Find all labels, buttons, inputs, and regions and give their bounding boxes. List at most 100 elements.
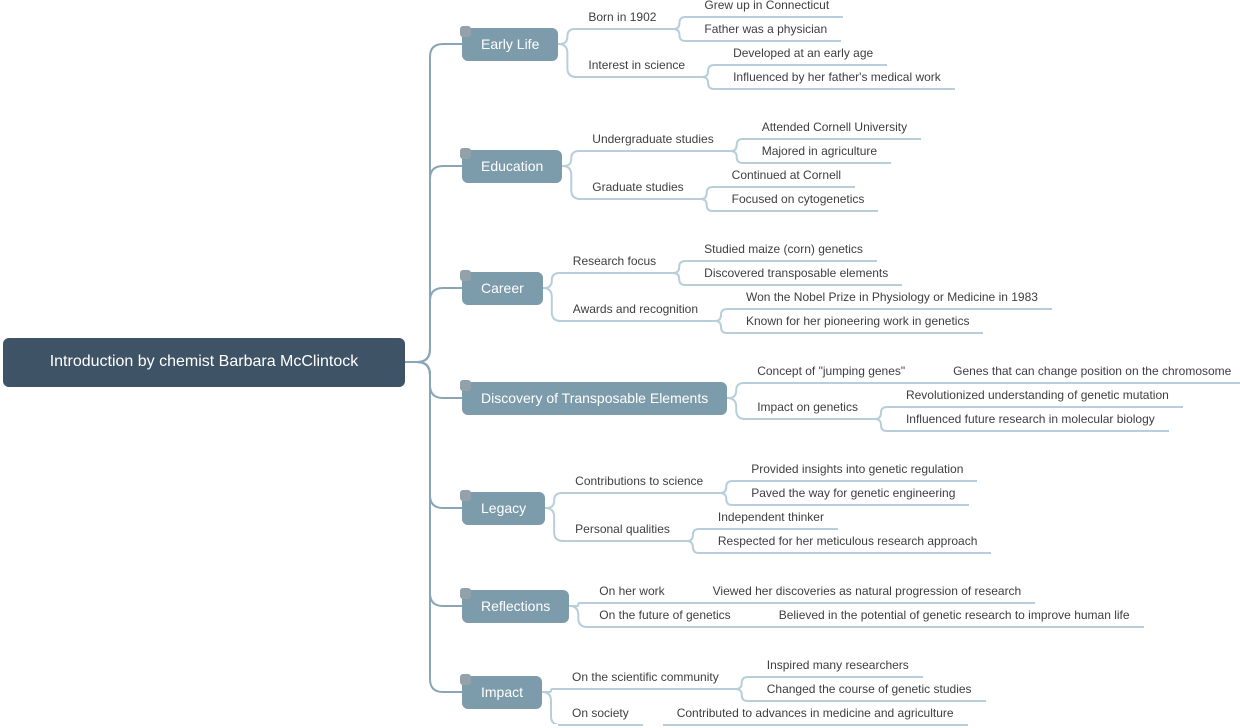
children-group: Won the Nobel Prize in Physiology or Med… (732, 288, 1052, 336)
branch-node-reflections[interactable]: Reflections (459, 587, 570, 623)
text-node-personal-qualities[interactable]: Personal qualities (561, 522, 684, 542)
mindmap-row: Impact On the scientific community Inspire… (459, 656, 1240, 728)
text-node-grew-up-in-connecticut[interactable]: Grew up in Connecticut (690, 0, 844, 18)
text-node-continued-at-cornell[interactable]: Continued at Cornell (717, 168, 856, 188)
mindmap-row: Continued at Cornell (717, 166, 879, 190)
children-group: Revolutionized understanding of genetic … (891, 386, 1183, 434)
mindmap-row: Contributions to science Provided insight… (561, 460, 991, 508)
text-node-independent-thinker[interactable]: Independent thinker (703, 510, 838, 530)
text-node-contributed-to-advances-in-medicine-and-agricult[interactable]: Contributed to advances in medicine and … (662, 706, 968, 726)
text-node-awards-and-recognition[interactable]: Awards and recognition (558, 302, 712, 322)
children-group: Research focus Studied maize (corn) genet… (558, 240, 1052, 336)
branch-node-education[interactable]: Education (459, 147, 563, 183)
mindmap-row: Grew up in Connecticut (690, 0, 844, 20)
mindmap-row: Respected for her meticulous research ap… (703, 532, 992, 556)
mindmap-row: Known for her pioneering work in genetic… (732, 312, 1052, 336)
text-node-impact-on-genetics[interactable]: Impact on genetics (743, 400, 872, 420)
mindmap-row: Studied maize (corn) genetics (690, 240, 902, 264)
branch-node-legacy[interactable]: Legacy (459, 489, 546, 525)
text-node-known-for-her-pioneering-work-in-genetics[interactable]: Known for her pioneering work in genetic… (732, 314, 984, 334)
text-node-viewed-her-discoveries-as-natural-progression-of[interactable]: Viewed her discoveries as natural progre… (698, 584, 1036, 604)
mindmap-row: Revolutionized understanding of genetic … (891, 386, 1183, 410)
mindmap-row: Changed the course of genetic studies (752, 680, 986, 704)
text-node-believed-in-the-potential-of-genetic-research-to[interactable]: Believed in the potential of genetic res… (764, 608, 1144, 628)
text-node-won-the-nobel-prize-in-physiology-or-medicine-in[interactable]: Won the Nobel Prize in Physiology or Med… (732, 290, 1052, 310)
text-node-paved-the-way-for-genetic-engineering[interactable]: Paved the way for genetic engineering (737, 486, 970, 506)
mindmap-row: Introduction by chemist Barbara McClinto… (3, 0, 1240, 728)
mindmap-tree: Introduction by chemist Barbara McClinto… (3, 0, 1240, 726)
mindmap-row: Majored in agriculture (747, 142, 921, 166)
children-group: Viewed her discoveries as natural progre… (698, 582, 1036, 606)
mindmap-row: Early Life Born in 1902 Grew up in Connect… (459, 0, 1240, 92)
mindmap-row: Won the Nobel Prize in Physiology or Med… (732, 288, 1052, 312)
mindmap-row: Influenced by her father's medical work (719, 68, 955, 92)
text-node-concept-of-jumping-genes[interactable]: Concept of "jumping genes" (743, 364, 920, 384)
children-group: Concept of "jumping genes" Genes that can… (743, 362, 1240, 434)
mindmap-row: Paved the way for genetic engineering (737, 484, 977, 508)
mindmap-row: Interest in science Developed at an early… (574, 44, 955, 92)
branch-node-impact[interactable]: Impact (459, 673, 543, 709)
text-node-respected-for-her-meticulous-research-approach[interactable]: Respected for her meticulous research ap… (703, 534, 992, 554)
text-node-studied-maize-corn-genetics[interactable]: Studied maize (corn) genetics (690, 242, 877, 262)
text-node-contributions-to-science[interactable]: Contributions to science (561, 474, 718, 494)
text-node-majored-in-agriculture[interactable]: Majored in agriculture (747, 144, 892, 164)
mindmap-row: Provided insights into genetic regulatio… (737, 460, 978, 484)
text-node-focused-on-cytogenetics[interactable]: Focused on cytogenetics (717, 192, 879, 212)
mindmap-row: On the future of genetics Believed in the… (585, 606, 1144, 630)
mindmap-row: Legacy Contributions to science Provided i… (459, 460, 1240, 556)
mindmap-row: Research focus Studied maize (corn) genet… (558, 240, 1052, 288)
mindmap-row: Reflections On her work Viewed her discove… (459, 582, 1240, 630)
root-node-introduction-by-chemist-barbara-mcclintock[interactable]: Introduction by chemist Barbara McClinto… (3, 337, 405, 387)
mindmap-row: On her work Viewed her discoveries as nat… (585, 582, 1143, 606)
mindmap-row: Father was a physician (690, 20, 843, 44)
text-node-developed-at-an-early-age[interactable]: Developed at an early age (719, 46, 888, 66)
branch-node-career[interactable]: Career (460, 269, 543, 305)
text-node-on-the-scientific-community[interactable]: On the scientific community (558, 670, 733, 690)
children-group: Provided insights into genetic regulatio… (737, 460, 978, 508)
text-node-revolutionized-understanding-of-genetic-mutation[interactable]: Revolutionized understanding of genetic … (891, 388, 1183, 408)
mindmap-row: Impact on genetics Revolutionized underst… (743, 386, 1240, 434)
text-node-born-in-1902[interactable]: Born in 1902 (574, 10, 671, 30)
children-group: Early Life Born in 1902 Grew up in Connect… (459, 0, 1240, 728)
branch-node-discovery-of-transposable-elements[interactable]: Discovery of Transposable Elements (459, 379, 728, 415)
text-node-changed-the-course-of-genetic-studies[interactable]: Changed the course of genetic studies (752, 682, 986, 702)
mindmap-row: Focused on cytogenetics (717, 190, 879, 214)
children-group: Genes that can change position on the ch… (939, 362, 1240, 386)
mindmap-row: Awards and recognition Won the Nobel Priz… (558, 288, 1052, 336)
text-node-father-was-a-physician[interactable]: Father was a physician (690, 22, 842, 42)
text-node-interest-in-science[interactable]: Interest in science (574, 58, 700, 78)
mindmap-row: Developed at an early age (719, 44, 955, 68)
mindmap-row: Education Undergraduate studies Attended C… (459, 118, 1240, 214)
mindmap-row: Viewed her discoveries as natural progre… (698, 582, 1036, 606)
text-node-inspired-many-researchers[interactable]: Inspired many researchers (752, 658, 923, 678)
mindmap-row: Believed in the potential of genetic res… (764, 606, 1144, 630)
text-node-on-the-future-of-genetics[interactable]: On the future of genetics (585, 608, 745, 628)
text-node-on-society[interactable]: On society (558, 706, 643, 726)
text-node-influenced-by-her-father-s-medical-work[interactable]: Influenced by her father's medical work (719, 70, 955, 90)
text-node-genes-that-can-change-position-on-the-chromosome[interactable]: Genes that can change position on the ch… (939, 364, 1240, 384)
mindmap-row: Genes that can change position on the ch… (939, 362, 1240, 386)
mindmap-row: Undergraduate studies Attended Cornell Un… (578, 118, 922, 166)
text-node-on-her-work[interactable]: On her work (585, 584, 679, 604)
text-node-attended-cornell-university[interactable]: Attended Cornell University (747, 120, 922, 140)
text-node-influenced-future-research-in-molecular-biology[interactable]: Influenced future research in molecular … (891, 412, 1169, 432)
text-node-undergraduate-studies[interactable]: Undergraduate studies (578, 132, 728, 152)
text-node-provided-insights-into-genetic-regulation[interactable]: Provided insights into genetic regulatio… (737, 462, 978, 482)
mindmap-row: On society Contributed to advances in med… (558, 704, 986, 728)
mindmap-row: Inspired many researchers (752, 656, 986, 680)
text-node-discovered-transposable-elements[interactable]: Discovered transposable elements (690, 266, 903, 286)
branch-node-early-life[interactable]: Early Life (459, 25, 559, 61)
mindmap-row: Influenced future research in molecular … (891, 410, 1183, 434)
mindmap-row: Discovery of Transposable Elements Concep… (459, 362, 1240, 434)
text-node-graduate-studies[interactable]: Graduate studies (578, 180, 698, 200)
children-group: Believed in the potential of genetic res… (764, 606, 1144, 630)
mindmap-row: Career Research focus Studied maize (corn)… (460, 240, 1240, 336)
mindmap-row: Independent thinker (703, 508, 991, 532)
text-node-research-focus[interactable]: Research focus (558, 254, 671, 274)
